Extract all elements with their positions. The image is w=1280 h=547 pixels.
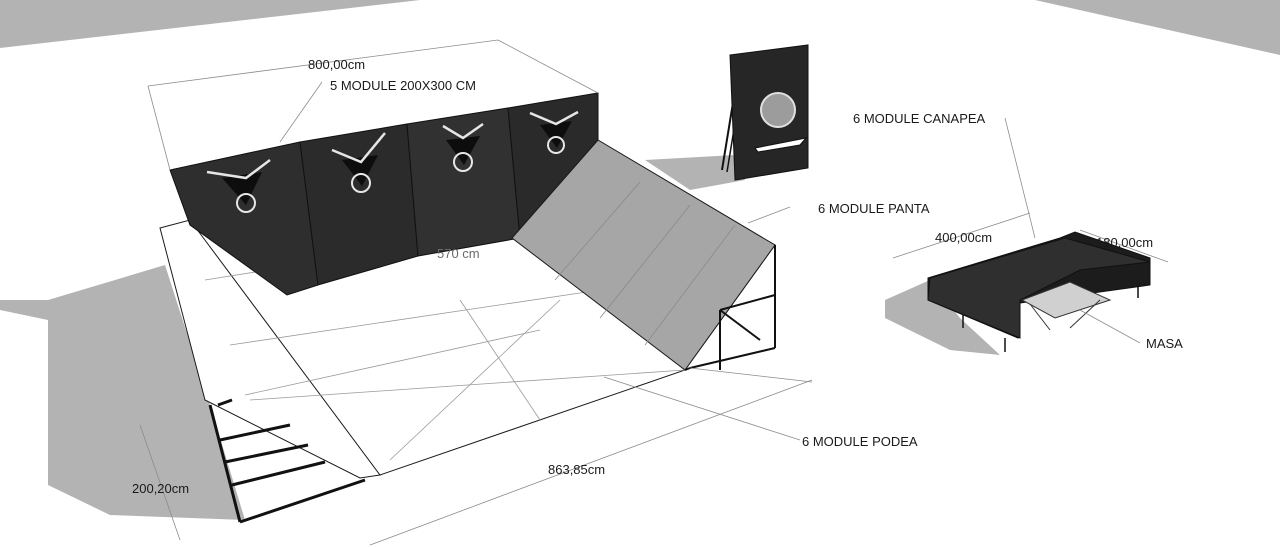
ground-shadows [0, 0, 1280, 520]
frame-post [684, 367, 691, 371]
dim-top-line [147, 39, 499, 87]
deck-line [244, 329, 541, 396]
sofa-width-label: 400,00cm [935, 230, 993, 245]
mirror-cast-shadow [645, 155, 745, 190]
trophy-wheel [547, 136, 565, 154]
dimension-lines [139, 39, 1169, 546]
slope-modules-label: 6 MODULE PANTA [818, 201, 930, 216]
trophy-shield [540, 121, 572, 148]
trophy-shield [446, 136, 480, 165]
wall-modules-label: 5 MODULE 200X300 CM [330, 78, 476, 93]
leader-floor [603, 376, 801, 441]
trophy-3 [442, 122, 484, 172]
trophy-handlebar [442, 122, 484, 140]
leader-sofa [1004, 117, 1036, 239]
dim-top-tick [147, 85, 171, 171]
sofa-cast-shadow [885, 280, 1000, 355]
trophy-wheel [351, 173, 371, 193]
leader-table [1079, 309, 1141, 344]
frame-rung [219, 423, 291, 442]
slope-frame [684, 245, 776, 371]
frame-rung [224, 443, 309, 464]
back-wall [169, 92, 599, 296]
top-left-shadow [0, 0, 420, 48]
frame-beam [719, 294, 776, 311]
dim-sofa-width [892, 212, 1031, 259]
frame-post [208, 404, 242, 523]
deck-line [459, 299, 541, 421]
wall-panel [169, 141, 319, 296]
sofa-modules-label: 6 MODULE CANAPEA [853, 111, 986, 126]
ramp-cast-shadow-far [0, 300, 48, 320]
bike-trophies [206, 110, 579, 213]
leader-wall [279, 81, 323, 143]
table-leg [1029, 303, 1051, 331]
trophy-4 [529, 110, 579, 154]
mirror-stand [721, 44, 809, 181]
frame-post [239, 478, 366, 524]
slope-seam [599, 204, 691, 319]
slope-seam [644, 224, 736, 346]
frame-beam [689, 347, 776, 369]
dim-bottom-tick [689, 367, 813, 383]
flank-frame [208, 398, 366, 524]
bottom-length-label: 863,85cm [548, 462, 606, 477]
deck-line [229, 289, 601, 346]
dim-top-tick [497, 39, 599, 94]
dim-bottom-line [369, 379, 813, 546]
left-height-label: 200,20cm [132, 481, 190, 496]
sofa-group [927, 231, 1151, 352]
hidden-dimension-label: 570 cm [437, 246, 480, 261]
top-right-shadow [1035, 0, 1280, 55]
trophy-handlebar [331, 132, 386, 164]
dim-sofa-depth [1079, 229, 1169, 263]
deck-line [249, 369, 686, 401]
deck-line [389, 299, 561, 461]
mirror-glass [760, 92, 796, 128]
trophy-wheel [236, 193, 256, 213]
trophy-wheel [453, 152, 473, 172]
glass-table [1020, 281, 1112, 319]
floor-modules-label: 6 MODULE PODEA [802, 434, 918, 449]
trophy-handlebar [206, 159, 271, 180]
top-width-label: 800,00cm [308, 57, 366, 72]
ramp-cast-shadow [48, 265, 245, 520]
wall-panel [299, 123, 419, 286]
frame-post [217, 398, 233, 407]
sofa-depth-label: 180,00cm [1096, 235, 1154, 250]
slope-seam [554, 181, 641, 281]
sink-counter [754, 137, 808, 153]
frame-rung [231, 460, 326, 487]
frame-beam [719, 309, 761, 341]
trophy-shield [342, 155, 378, 186]
trophy-shield [222, 172, 262, 205]
table-label: MASA [1146, 336, 1183, 351]
wall-panel [406, 107, 521, 257]
table-leg [1069, 299, 1101, 329]
trophy-handlebar [529, 110, 579, 126]
dim-left-line [139, 424, 181, 541]
leader-slope [747, 206, 791, 224]
sofa-seat [927, 237, 1151, 339]
trophy-1 [206, 159, 271, 213]
trophy-2 [331, 132, 386, 193]
